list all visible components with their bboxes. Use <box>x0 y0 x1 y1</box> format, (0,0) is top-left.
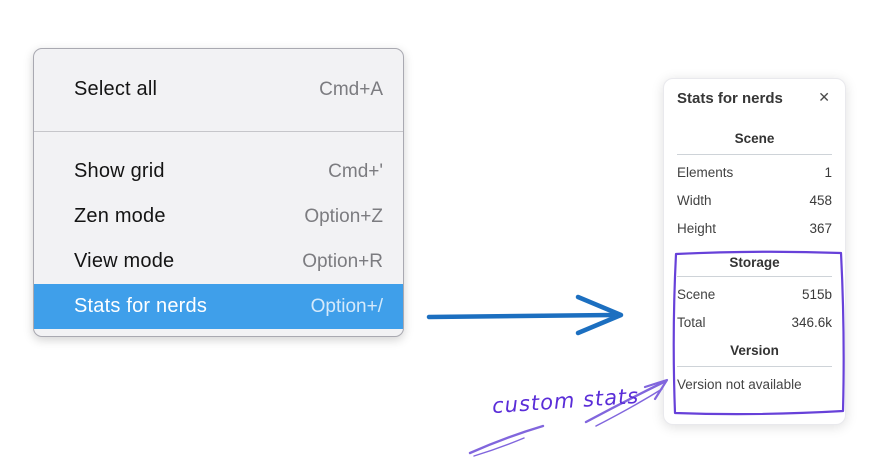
menu-item-label: Stats for nerds <box>74 295 208 317</box>
scene-rows: Elements 1 Width 458 Height 367 <box>677 159 832 243</box>
stat-label: Width <box>677 193 712 208</box>
section-divider <box>677 276 832 277</box>
stat-label: Scene <box>677 287 716 302</box>
stats-panel: Stats for nerds ✕ Scene Elements 1 Width… <box>663 78 846 425</box>
menu-item-label: Zen mode <box>74 205 166 227</box>
menu-item-shortcut: Option+/ <box>310 295 383 317</box>
menu-item-view-mode[interactable]: View mode Option+R <box>34 239 403 284</box>
flow-arrow <box>426 294 624 336</box>
menu-item-label: Select all <box>74 78 158 100</box>
stat-label: Total <box>677 315 706 330</box>
storage-rows: Scene 515b Total 346.6k <box>677 281 832 337</box>
menu-item-shortcut: Cmd+' <box>328 160 383 182</box>
menu-item-select-all[interactable]: Select all Cmd+A <box>34 67 403 112</box>
stats-panel-header: Stats for nerds ✕ <box>677 89 832 107</box>
stat-value: 346.6k <box>791 315 832 330</box>
menu-item-label: Show grid <box>74 160 165 182</box>
menu-item-show-grid[interactable]: Show grid Cmd+' <box>34 149 403 194</box>
menu-item-shortcut: Cmd+A <box>319 78 383 100</box>
stat-value: 515b <box>801 287 832 302</box>
stat-row-elements: Elements 1 <box>677 159 832 187</box>
section-heading-storage: Storage <box>729 255 780 270</box>
menu-item-shortcut: Option+Z <box>304 205 383 227</box>
menu-item-zen-mode[interactable]: Zen mode Option+Z <box>34 194 403 239</box>
stat-value: 458 <box>809 193 832 208</box>
menu-item-stats-for-nerds[interactable]: Stats for nerds Option+/ <box>34 284 403 329</box>
context-menu: Select all Cmd+A Show grid Cmd+' Zen mod… <box>33 48 404 337</box>
stat-row-width: Width 458 <box>677 187 832 215</box>
menu-item-label: View mode <box>74 250 175 272</box>
stat-label: Elements <box>677 165 734 180</box>
section-divider <box>677 154 832 155</box>
stat-label: Height <box>677 221 717 236</box>
section-heading-scene: Scene <box>734 131 775 146</box>
version-note: Version not available <box>677 377 802 392</box>
stats-panel-title: Stats for nerds <box>677 89 783 107</box>
close-icon[interactable]: ✕ <box>818 90 830 106</box>
custom-stats-annotation: custom stats <box>491 383 640 419</box>
section-heading-version: Version <box>730 343 779 358</box>
stat-row-height: Height 367 <box>677 215 832 243</box>
stat-value: 1 <box>824 165 832 180</box>
stat-row-scene-storage: Scene 515b <box>677 281 832 309</box>
menu-divider <box>34 131 403 132</box>
stat-row-total-storage: Total 346.6k <box>677 309 832 337</box>
stat-value: 367 <box>809 221 832 236</box>
menu-item-shortcut: Option+R <box>302 250 383 272</box>
